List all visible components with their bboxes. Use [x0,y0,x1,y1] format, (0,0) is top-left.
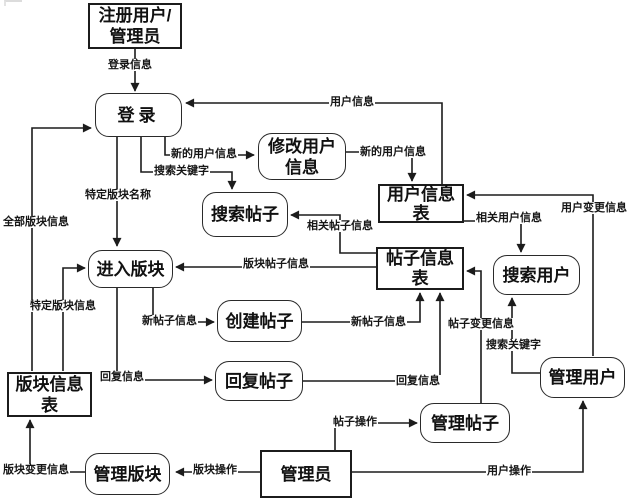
flow-label-post-change-info: 帖子变更信息 [447,318,515,330]
flow-line-new-post-info-right [302,292,425,323]
flow-label-user-change-info: 用户变更信息 [560,202,627,214]
process-create-post-label: 创建帖子 [225,311,294,331]
flow-label-board-post-info: 版块帖子信息 [242,258,310,270]
entity-admin: 管理员 [260,450,352,498]
process-login: 登录 [95,93,182,137]
flow-label-search-keyword-left: 搜索关键字 [153,165,210,177]
process-search-posts: 搜索帖子 [202,192,288,237]
flow-label-board-change-info: 版块变更信息 [2,464,70,476]
flow-line-specific-board-info [62,263,86,371]
flow-line-user-operation [352,400,588,473]
flow-line-reply-info-left [116,288,213,385]
datastore-post-info-table-label: 帖子信息 表 [386,248,454,288]
scan-artifact [4,0,22,6]
datastore-user-info-table: 用户信息 表 [378,184,464,223]
process-reply-post-label: 回复帖子 [225,371,293,391]
flow-label-post-operation: 帖子操作 [332,416,378,428]
flow-label-search-keyword-right: 搜索关键字 [485,339,542,351]
entity-admin-label: 管理员 [280,464,332,484]
flow-label-related-user-info: 相关用户信息 [475,212,543,224]
process-enter-board-label: 进入版块 [96,259,165,279]
flow-label-reply-info-left: 回复信息 [99,371,145,383]
datastore-board-info-table-label: 版块信息 表 [15,374,84,415]
flow-line-search-keyword-left [140,137,237,190]
flow-label-user-operation: 用户操作 [486,465,532,477]
process-reply-post: 回复帖子 [215,361,303,401]
process-manage-user-label: 管理用户 [548,368,617,387]
flow-label-related-post-info: 相关帖子信息 [306,220,374,232]
datastore-board-info-table: 版块信息 表 [7,372,92,417]
process-modify-user-info-label: 修改用户 信息 [268,136,336,177]
flow-label-specific-board-info: 特定版块信息 [29,300,97,312]
flow-label-login-info: 登录信息 [107,59,153,71]
process-manage-board-label: 管理版块 [93,464,162,484]
entity-register-admin-label: 注册用户/ 管理员 [98,6,172,46]
process-search-user: 搜索用户 [493,255,580,295]
flow-line-related-user-info [462,220,526,253]
datastore-user-info-table-label: 用户信息 表 [387,184,455,223]
flow-line-post-change-info [466,266,482,403]
flow-label-new-user-info-right: 新的用户信息 [359,146,427,158]
flow-label-board-operation: 版块操作 [192,464,238,476]
flow-line-user-info [185,98,443,184]
flow-line-search-keyword-right [507,297,540,374]
flow-label-new-user-info-left: 新的用户信息 [170,148,238,160]
flow-label-reply-info-right: 回复信息 [395,375,441,387]
flow-label-all-board-info: 全部版块信息 [2,216,70,228]
process-search-user-label: 搜索用户 [502,265,571,285]
flow-label-new-post-info-left: 新帖子信息 [141,315,198,327]
process-search-posts-label: 搜索帖子 [211,205,279,224]
flow-label-specific-board-name: 特定版块名称 [84,189,152,201]
process-modify-user-info: 修改用户 信息 [258,133,346,180]
process-create-post: 创建帖子 [217,300,302,342]
flow-label-new-post-info-right: 新帖子信息 [350,316,407,328]
flow-label-user-info: 用户信息 [329,96,375,108]
process-manage-user: 管理用户 [540,357,625,398]
process-manage-post-label: 管理帖子 [431,413,499,433]
datastore-post-info-table: 帖子信息 表 [376,247,464,290]
process-manage-board: 管理版块 [85,453,170,495]
flow-line-all-board-info [31,123,92,371]
entity-register-admin: 注册用户/ 管理员 [88,3,182,49]
flow-line-related-post-info [290,210,376,254]
process-manage-post: 管理帖子 [420,403,510,443]
process-login-label: 登录 [117,105,160,125]
process-enter-board: 进入版块 [88,250,173,288]
flow-line-user-change-info [466,190,594,356]
